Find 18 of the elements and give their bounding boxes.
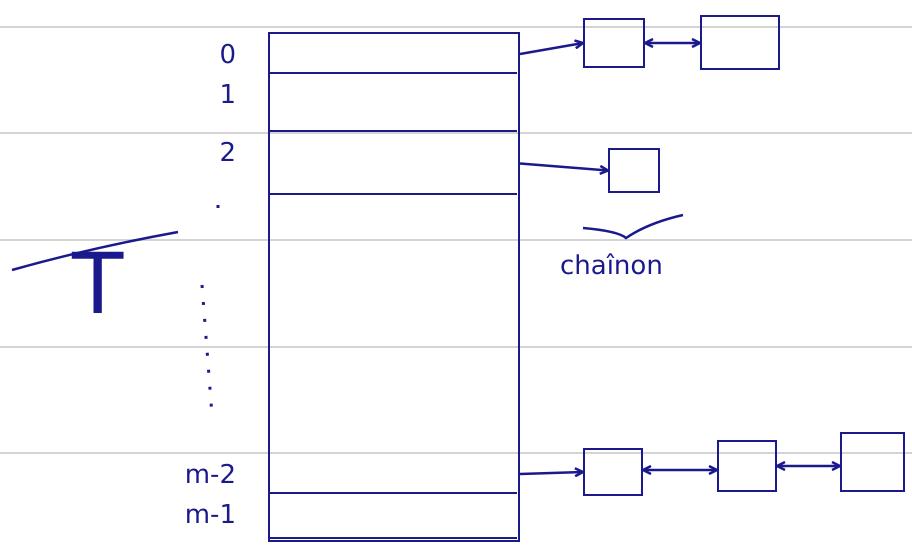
arrow [520,467,584,478]
chain-link-box [583,18,645,68]
slot-index: 2 [219,140,236,166]
chain-link-box [700,15,780,70]
slot-index: m-2 [184,462,236,488]
chain-link-caption: chaînon [560,253,663,279]
table-name: T [10,228,180,338]
arrow [776,460,842,472]
arrow [520,39,584,56]
arrow [520,162,610,176]
chain-link-box [717,440,777,492]
chain-link-box [840,432,905,492]
slot-index: m-1 [184,502,236,528]
chain-link-box [583,448,643,496]
slot-index: 0 [219,42,236,68]
arrow [644,38,702,48]
slot-index: 1 [219,82,236,108]
arrow [642,464,718,476]
